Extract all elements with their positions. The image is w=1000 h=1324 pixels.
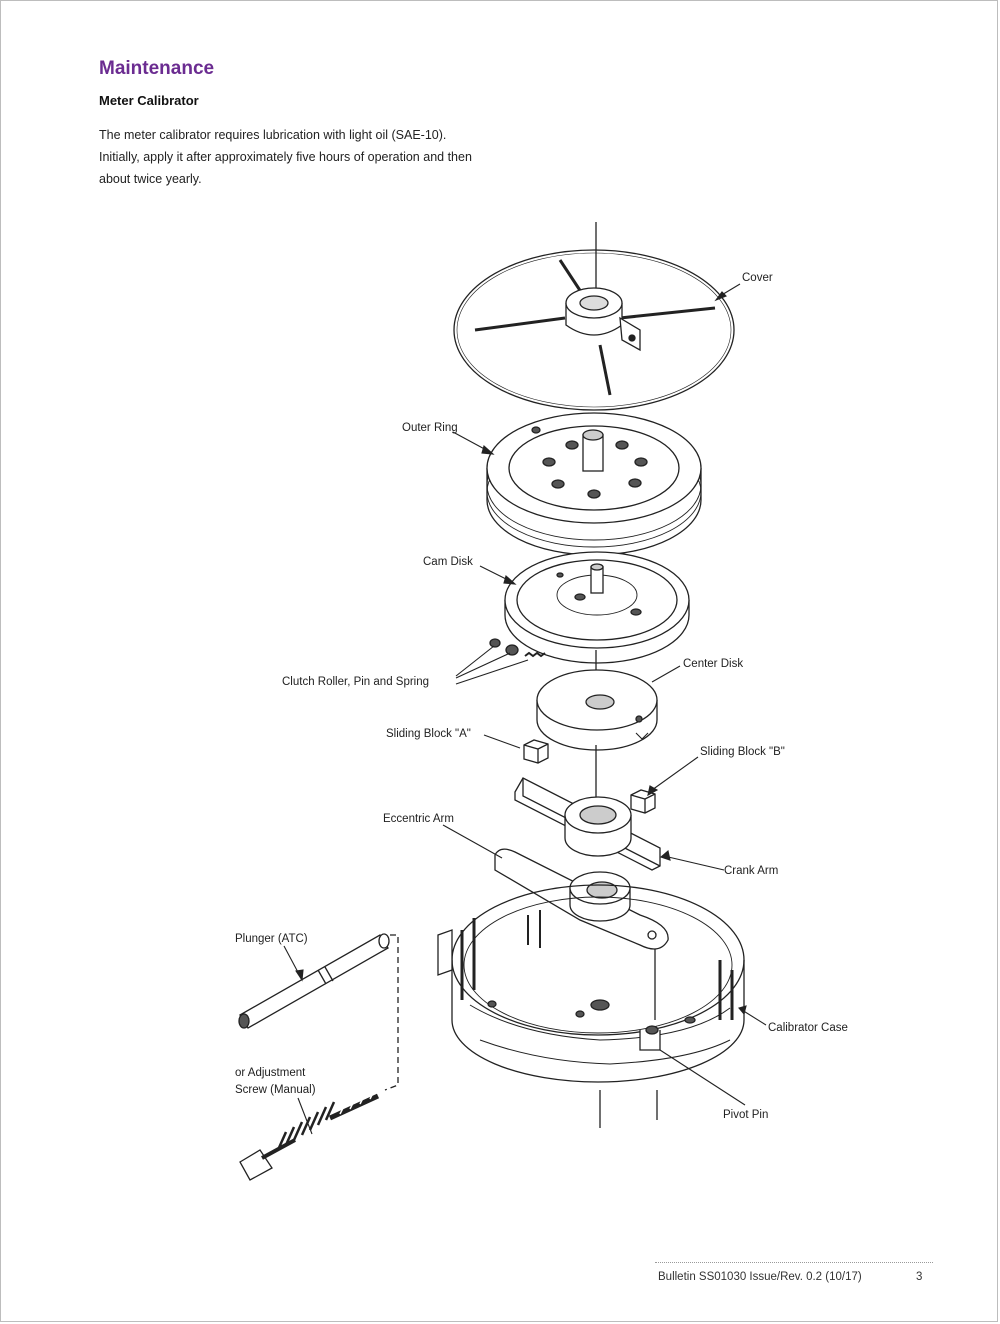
label-clutch: Clutch Roller, Pin and Spring (282, 676, 429, 688)
plunger-part (238, 933, 390, 1029)
body-paragraph: The meter calibrator requires lubricatio… (99, 128, 472, 186)
clutch-parts (489, 638, 546, 658)
center-disk-part (536, 669, 658, 751)
label-center-disk: Center Disk (683, 658, 743, 670)
label-outer-ring: Outer Ring (402, 422, 458, 434)
label-sliding-block-b: Sliding Block "B" (700, 746, 785, 758)
eccentric-arm-part (494, 848, 669, 950)
label-calibrator-case: Calibrator Case (768, 1022, 848, 1034)
subsection-title: Meter Calibrator (99, 93, 199, 108)
adjustment-screw-part (239, 1090, 380, 1181)
crank-arm-part (514, 777, 661, 871)
label-cover: Cover (742, 272, 773, 284)
label-crank-arm: Crank Arm (724, 865, 778, 877)
cover-part (453, 249, 735, 411)
label-pivot-pin: Pivot Pin (723, 1109, 768, 1121)
footer-bulletin: Bulletin SS01030 Issue/Rev. 0.2 (10/17) (658, 1271, 862, 1283)
page-number: 3 (916, 1271, 923, 1283)
calibrator-case-part (437, 884, 745, 1083)
label-cam-disk: Cam Disk (423, 556, 473, 568)
dashed-bracket (384, 934, 399, 1091)
section-title: Maintenance (99, 58, 215, 79)
label-eccentric-arm: Eccentric Arm (383, 813, 454, 825)
center-axis (595, 222, 658, 1128)
outer-ring-part (486, 412, 702, 556)
label-adjustment-2: Screw (Manual) (235, 1084, 316, 1096)
cam-disk-part (504, 551, 690, 664)
sliding-block-a (523, 739, 549, 764)
sliding-block-b (630, 789, 656, 814)
label-adjustment-1: or Adjustment (235, 1067, 306, 1079)
label-plunger: Plunger (ATC) (235, 933, 308, 945)
leader-lines (283, 283, 767, 1135)
label-sliding-block-a: Sliding Block "A" (386, 728, 471, 740)
footer-rule (655, 1262, 933, 1263)
